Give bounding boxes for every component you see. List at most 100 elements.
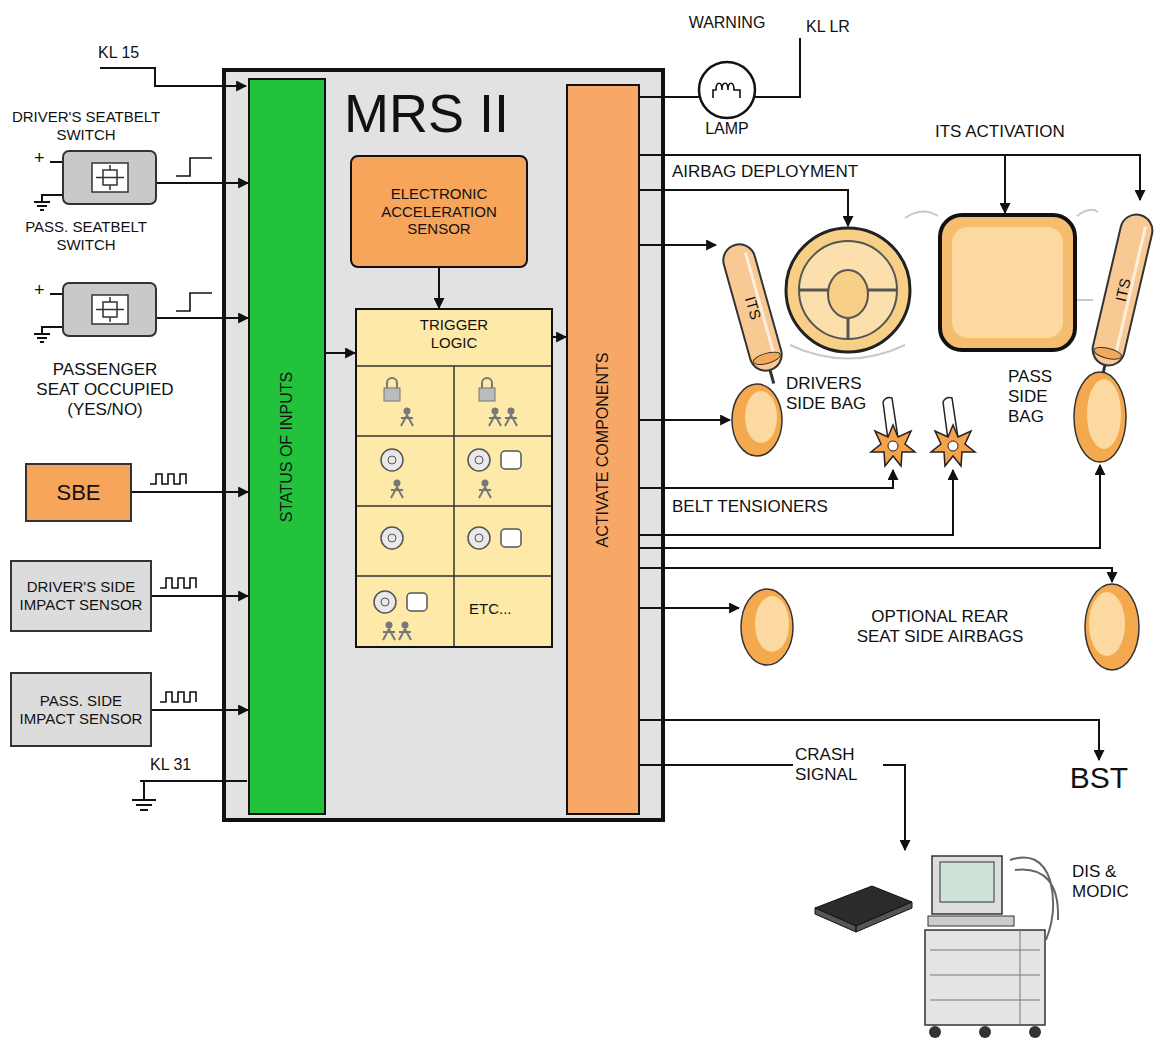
connector [132,491,248,493]
output-band: ACTIVATE COMPONENTS [566,84,640,815]
steering-wheel-airbag [786,228,910,352]
node-illustration [399,629,411,640]
occupancy-sensor-text: SBE [25,463,132,522]
node-illustration [357,366,551,646]
logic-table: TRIGGER LOGICETC... [355,308,553,648]
input-band-text: STATUS OF INPUTS [278,371,297,522]
sensor-box: ELECTRONIC ACCELERATION SENSOR [350,155,528,268]
node-illustration [383,629,395,640]
side-airbag: DRIVERS SIDE BAG [730,368,870,463]
diagnosis-tester-text: DIS & MODIC [1072,862,1146,902]
connector [152,709,248,711]
belt-module-text: BST [1068,760,1130,796]
connector [553,336,566,338]
logic-table-text: TRIGGER LOGIC [409,316,499,351]
connector [438,268,440,308]
output-band-text: ACTIVATE COMPONENTS [594,352,613,547]
node-illustration [62,150,157,205]
seatbelt-switch-text: DRIVER'S SEATBELT SWITCH [8,108,164,143]
deployment-wire [640,155,1112,608]
node-illustration [489,415,501,426]
label-text: AIRBAG DEPLOYMENT [672,162,858,182]
node-illustration [96,165,124,190]
connector [157,182,248,184]
signal-symbol [160,692,196,702]
node-illustration [62,282,157,337]
node-illustration [26,464,131,521]
node-illustration [925,930,1045,1025]
node-illustration [1029,1026,1041,1038]
deployment-wire [640,607,739,609]
node-illustration [384,388,400,401]
label-text: + [34,148,45,169]
node-illustration [770,370,774,383]
node-illustration [929,1026,941,1038]
control-unit-fill [222,68,665,822]
node-illustration [752,350,782,367]
belt-tensioner [871,425,915,466]
node-illustration [932,856,1002,914]
belt-tensioner [948,441,958,451]
connector [640,419,730,421]
node-illustration [479,487,491,498]
control-unit: MRS II STATUS OF INPUTS ELECTRONIC ACCELER… [222,68,665,822]
node-illustration [720,241,790,388]
side-airbag: PASS SIDE BAG [1008,365,1158,465]
diagnosis-tester: DIS & MODIC [810,850,1150,1042]
edge-label: ITS ACTIVATION [935,122,1065,142]
belt-tensioner [888,441,898,451]
node-illustration [407,593,427,611]
node-illustration [381,449,403,471]
steering-wheel-airbag [828,270,868,318]
tensioner-cylinder: ITS [1085,200,1162,380]
rear-side-airbag [1085,584,1139,670]
node-illustration [401,415,413,426]
node-illustration [468,449,490,471]
steering-wheel-airbag [800,290,896,338]
node-illustration [92,295,128,324]
node-illustration [505,415,517,426]
signal-symbol [160,578,196,588]
steering-wheel-airbag [786,228,910,352]
control-unit-fill [222,68,665,822]
supply-wire [754,38,800,97]
node-illustration [1086,211,1155,382]
node-illustration [479,388,495,401]
node-illustration [482,378,492,388]
belt-tensioner [871,398,975,467]
node-illustration [381,527,403,549]
connector [152,595,248,597]
node-illustration [475,456,483,464]
impact-sensor: PASS. SIDE IMPACT SENSOR [10,672,152,747]
connector [640,465,1100,548]
node-illustration [388,456,396,464]
warning-lamp-text: LAMP [685,120,769,139]
node-illustration [391,487,403,498]
signal-symbol [150,158,212,702]
occupancy-sensor: PASSENGER SEAT OCCUPIED (YES/NO) SBE [25,360,185,522]
switch-wire [34,294,62,342]
warning-lamp: WARNINGLAMP [685,14,769,140]
passenger-airbag [940,215,1075,350]
deployment-wire [640,568,1112,582]
node-illustration [1074,372,1126,462]
label-text: KL 31 [150,756,191,775]
node-illustration [387,378,397,388]
occupancy-sensor-text: PASSENGER SEAT OCCUPIED (YES/NO) [30,360,180,420]
seatbelt-switch-text: PASS. SEATBELT SWITCH [8,218,164,253]
deployment-wire [1004,155,1006,213]
node-illustration [745,391,777,443]
connector [640,155,1140,200]
side-airbag-text: DRIVERS SIDE BAG [786,374,868,414]
seatbelt-switch: PASS. SEATBELT SWITCH [8,218,164,340]
node-illustration [979,1026,991,1038]
node-illustration [501,529,521,547]
node-illustration [475,534,483,542]
edge-label: CRASH SIGNAL [793,744,883,786]
signal-symbol [150,474,186,484]
signal-symbol [176,158,212,176]
control-unit-text: MRS II [344,84,509,143]
switch-wire [34,162,62,210]
